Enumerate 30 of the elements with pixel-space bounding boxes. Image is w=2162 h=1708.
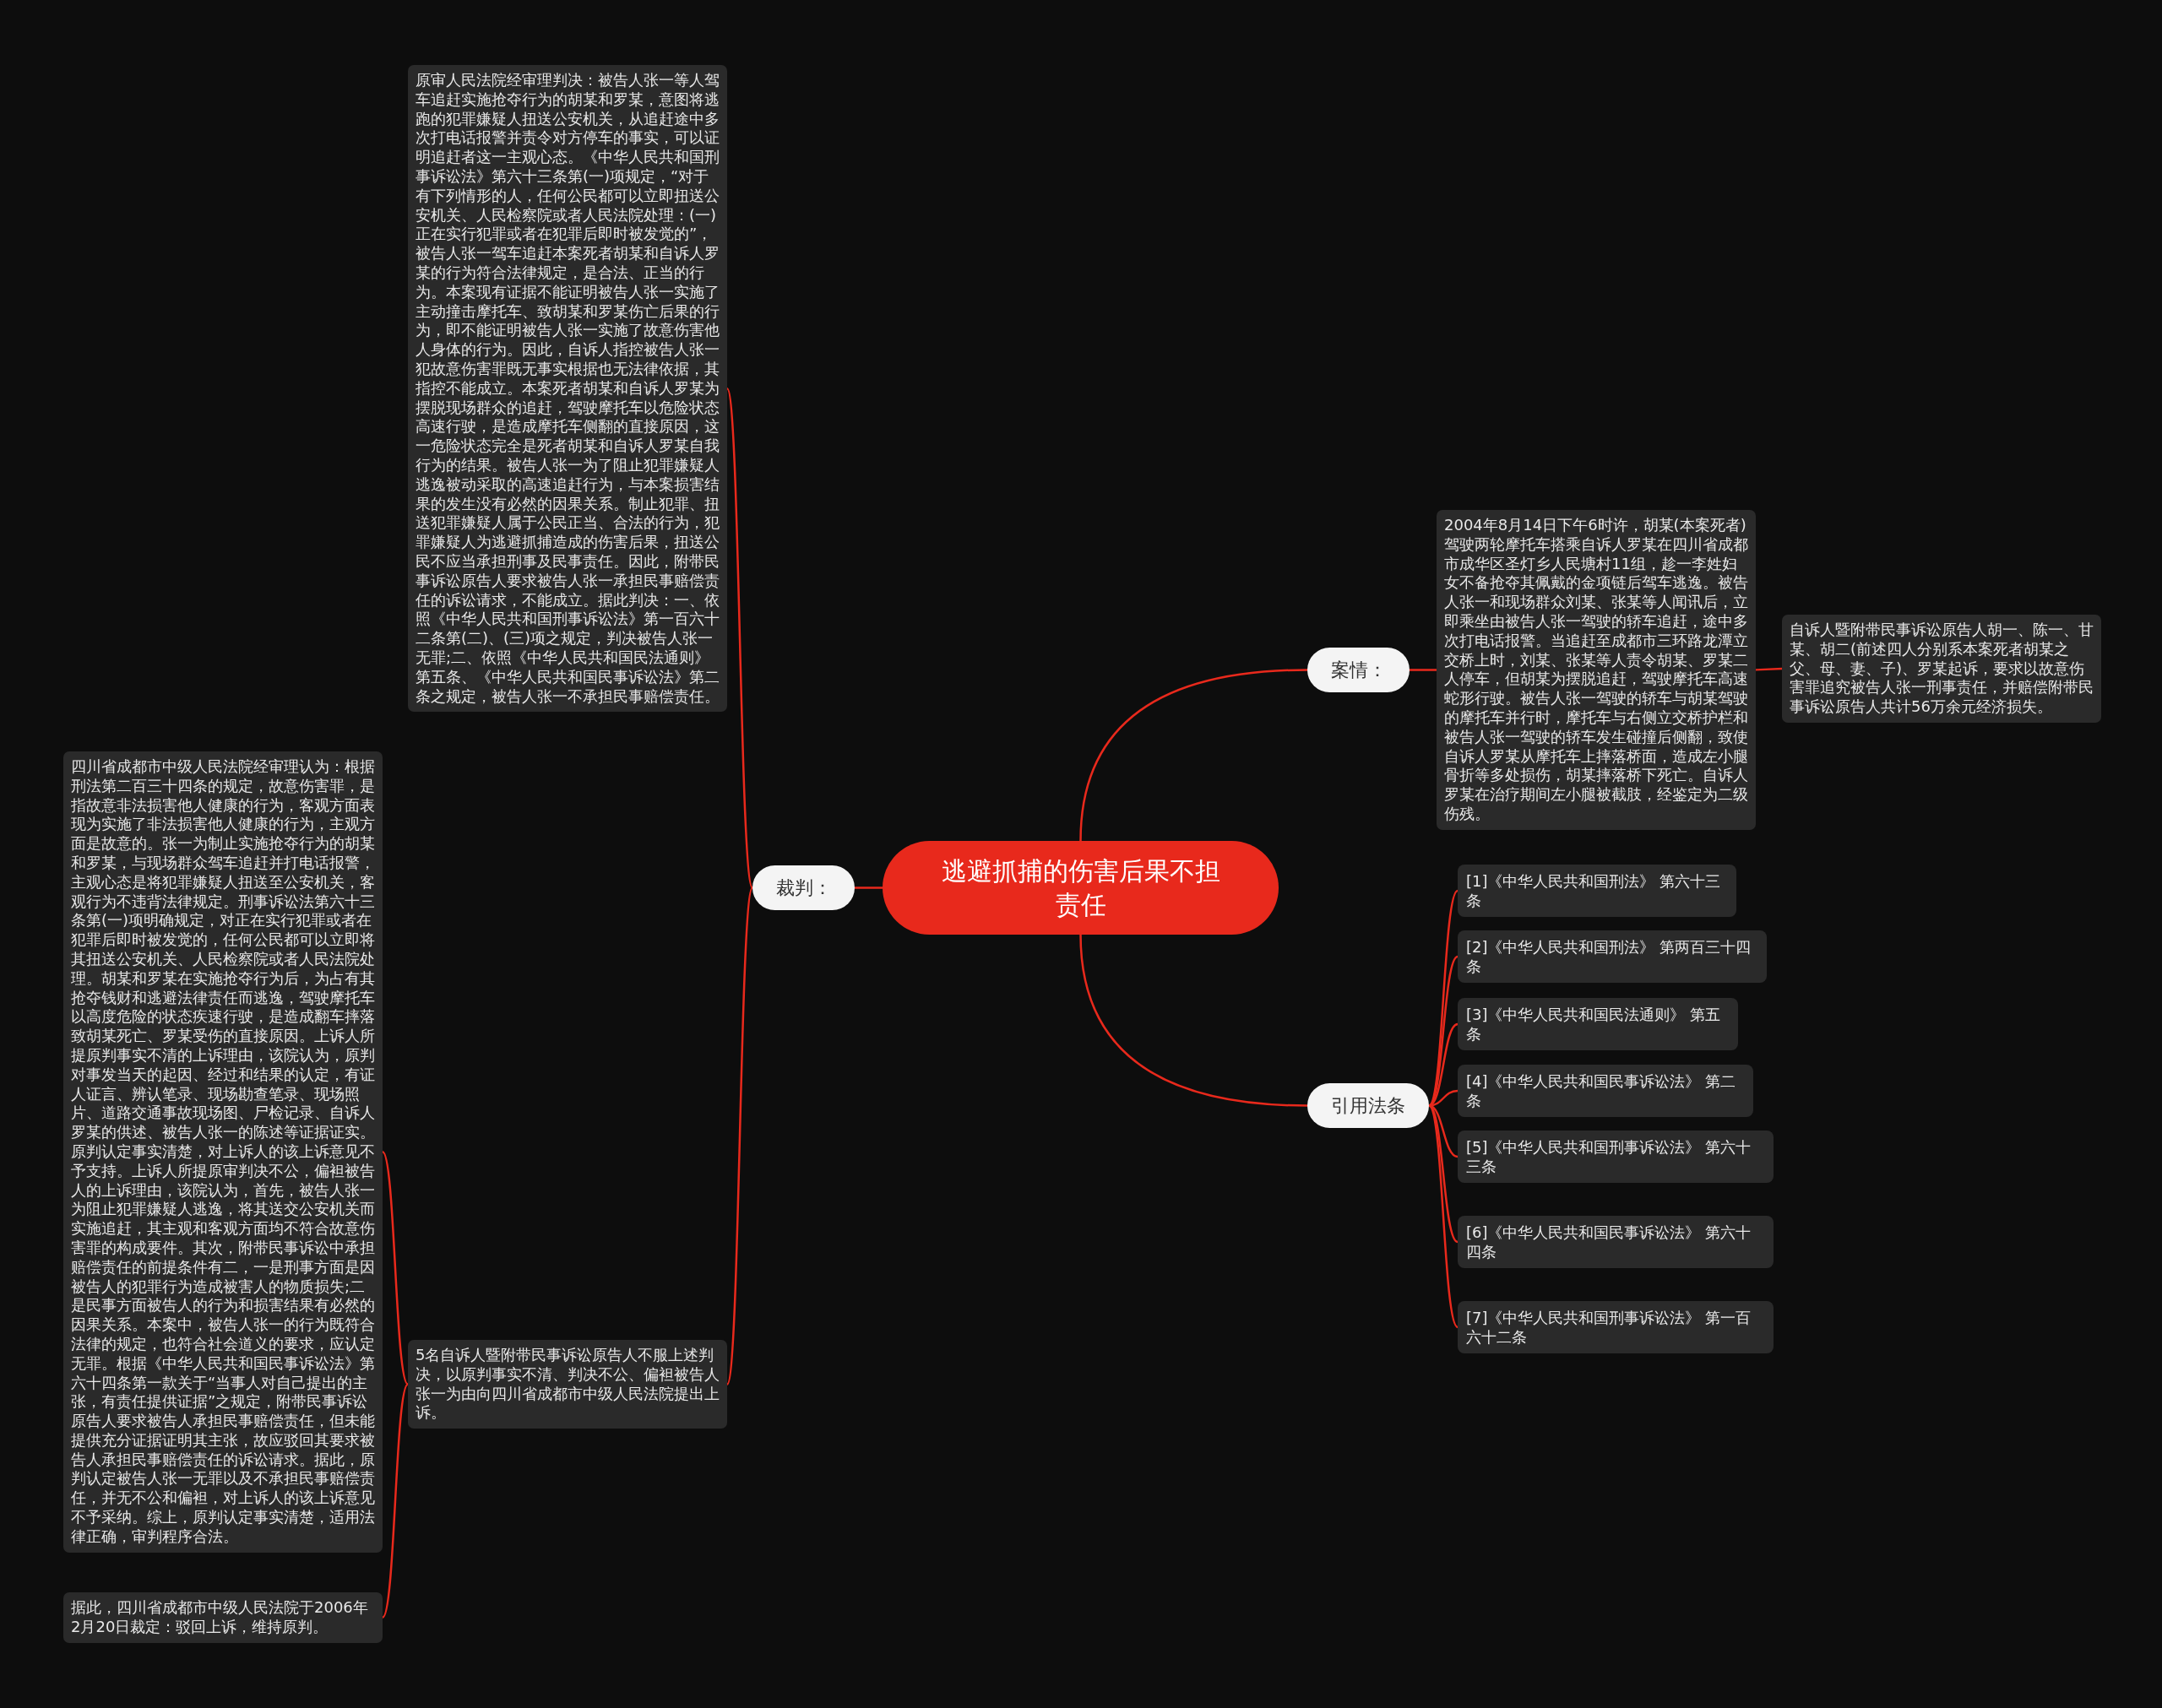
law-card: [4]《中华人民共和国民事诉讼法》 第二条 (1458, 1065, 1753, 1117)
connector-line (381, 1151, 410, 1385)
text-card: 据此，四川省成都市中级人民法院于2006年2月20日裁定：驳回上诉，维持原判。 (63, 1592, 383, 1643)
topic-node: 逃避抓捕的伤害后果不担责任 (883, 841, 1279, 935)
connector-line (1755, 667, 1783, 671)
connector-line (1410, 669, 1437, 671)
law-card: [3]《中华人民共和国民法通则》 第五条 (1458, 998, 1738, 1050)
text-card: 2004年8月14日下午6时许，胡某(本案死者)驾驶两轮摩托车搭乘自诉人罗某在四川省成都市成华区圣灯乡人民塘村11组，趁一李姓妇女不备抢夺其佩戴的金项链后驾车逃逸。被告人张一和现场群众刘某、张某等人闻讯后，立即乘坐由被告人张一驾驶的轿车追赶，途中多次打电话报警。当追赶至成都市三环路龙潭立交桥上时，刘某、张某等人责令胡某、罗某二人停车，但胡某为摆脱追赶，驾驶摩托车高速蛇形行驶。被告人张一驾驶的轿车与胡某驾驶的摩托车并行时，摩托车与右侧立交桥护栏和被告人张一驾驶的轿车发生碰撞后侧翻，致使自诉人罗某从摩托车上摔落桥面，造成左小腿骨折等多处损伤，胡某摔落桥下死亡。自诉人罗某在治疗期间左小腿被截肢，经鉴定为二级伤残。 (1437, 510, 1756, 830)
branch-label: 裁判： (752, 865, 855, 910)
connector-line (855, 887, 883, 889)
connector-line (1079, 669, 1308, 842)
connector-line (1428, 1104, 1459, 1243)
law-card: [5]《中华人民共和国刑事诉讼法》 第六十三条 (1458, 1131, 1774, 1183)
connector-line (1428, 956, 1459, 1107)
connector-line (1428, 1104, 1459, 1328)
text-card: 原审人民法院经审理判决：被告人张一等人驾车追赶实施抢夺行为的胡某和罗某，意图将逃跑的犯罪嫌疑人扭送公安机关，从追赶途中多次打电话报警并责令对方停车的事实，可以证明追赶者这一主观心态。《中华人民共和国刑事诉讼法》第六十三条第(一)项规定，“对于有下列情形的人，任何公民都可以立即扭送公安机关、人民检察院或者人民法院处理：(一)正在实行犯罪或者在犯罪后即时被发觉的”，被告人张一驾车追赶本案死者胡某和自诉人罗某的行为符合法律规定，是合法、正当的行为。本案现有证据不能证明被告人张一实施了主动撞击摩托车、致胡某和罗某伤亡后果的行为，即不能证明被告人张一实施了故意伤害他人身体的行为。因此，自诉人指控被告人张一犯故意伤害罪既无事实根据也无法律依据，其指控不能成立。本案死者胡某和自诉人罗某为摆脱现场群众的追赶，驾驶摩托车以危险状态高速行驶，是造成摩托车侧翻的直接原因，这一危险状态完全是死者胡某和自诉人罗某自我行为的结果。被告人张一为了阻止犯罪嫌疑人逃逸被动采取的高速追赶行为，与本案损害结果的发生没有必然的因果关系。制止犯罪、扭送犯罪嫌疑人属于公民正当、合法的行为，犯罪嫌疑人为逃避抓捕造成的伤害后果，扭送公民不应当承担刑事及民事责任。因此，附带民事诉讼原告人要求被告人张一承担民事赔偿责任的诉讼请求，不能成立。据此判决：一、依照《中华人民共和国刑事诉讼法》第一百六十二条第(二)、(三)项之规定，判决被告人张一无罪;二、依照《中华人民共和国民法通则》第五条、《中华人民共和国民事诉讼法》第二条之规定，被告人张一不承担民事赔偿责任。 (408, 65, 727, 713)
law-card: [1]《中华人民共和国刑法》 第六十三条 (1458, 865, 1736, 917)
text-card: 5名自诉人暨附带民事诉讼原告人不服上述判决，以原判事实不清、判决不公、偏袒被告人张一为由向四川省成都市中级人民法院提出上诉。 (408, 1340, 727, 1429)
connector-line (725, 388, 754, 888)
branch-label: 引用法条 (1307, 1083, 1429, 1128)
law-card: [2]《中华人民共和国刑法》 第两百三十四条 (1458, 930, 1767, 983)
connector-line (381, 1383, 410, 1619)
branch-label: 案情： (1307, 648, 1410, 692)
connector-line (725, 887, 754, 1385)
connector-line (1428, 1022, 1459, 1107)
connector-line (1079, 934, 1308, 1107)
law-card: [7]《中华人民共和国刑事诉讼法》 第一百六十二条 (1458, 1301, 1774, 1353)
text-card: 四川省成都市中级人民法院经审理认为：根据刑法第二百三十四条的规定，故意伤害罪，是指故意非法损害他人健康的行为，客观方面表现为实施了非法损害他人健康的行为，主观方面是故意的。张一为制止实施抢夺行为的胡某和罗某，与现场群众驾车追赶并打电话报警，主观心态是将犯罪嫌疑人扭送至公安机关，客观行为不违背法律规定。刑事诉讼法第六十三条第(一)项明确规定，对正在实行犯罪或者在犯罪后即时被发觉的，任何公民都可以立即将其扭送公安机关、人民检察院或者人民法院处理。胡某和罗某在实施抢夺行为后，为占有其抢夺钱财和逃避法律责任而逃逸，驾驶摩托车以高度危险的状态疾速行驶，是造成翻车摔落致胡某死亡、罗某受伤的直接原因。上诉人所提原判事实不清的上诉理由，该院认为，原判对事发当天的起因、经过和结果的认定，有证人证言、辨认笔录、现场勘查笔录、现场照片、道路交通事故现场图、尸检记录、自诉人罗某的供述、被告人张一的陈述等证据证实。原判认定事实清楚，对上诉人的该上诉意见不予支持。上诉人所提原审判决不公，偏袒被告人的上诉理由，该院认为，首先，被告人张一为阻止犯罪嫌疑人逃逸，将其送交公安机关而实施追赶，其主观和客观方面均不符合故意伤害罪的构成要件。其次，附带民事诉讼中承担赔偿责任的前提条件有二，一是刑事方面是因被告人的犯罪行为造成被害人的物质损失;二是民事方面被告人的行为和损害结果有必然的因果关系。本案中，被告人张一的行为既符合法律的规定，也符合社会道义的要求，应认定无罪。根据《中华人民共和国民事诉讼法》第六十四条第一款关于“当事人对自己提出的主张，有责任提供证据”之规定，附带民事诉讼原告人要求被告人承担民事赔偿责任，但未能提供充分证据证明其主张，故应驳回其要求被告人承担民事赔偿责任的诉讼请求。据此，原判认定被告人张一无罪以及不承担民事赔偿责任，并无不公和偏袒，对上诉人的该上诉意见不予采纳。综上，原判认定事实清楚，适用法律正确，审判程序合法。 (63, 751, 383, 1553)
text-card: 自诉人暨附带民事诉讼原告人胡一、陈一、甘某、胡二(前述四人分别系本案死者胡某之父、母、妻、子)、罗某起诉，要求以故意伤害罪追究被告人张一刑事责任，并赔偿附带民事诉讼原告人共计56万余元经济损失。 (1782, 615, 2101, 723)
law-card: [6]《中华人民共和国民事诉讼法》 第六十四条 (1458, 1216, 1774, 1268)
